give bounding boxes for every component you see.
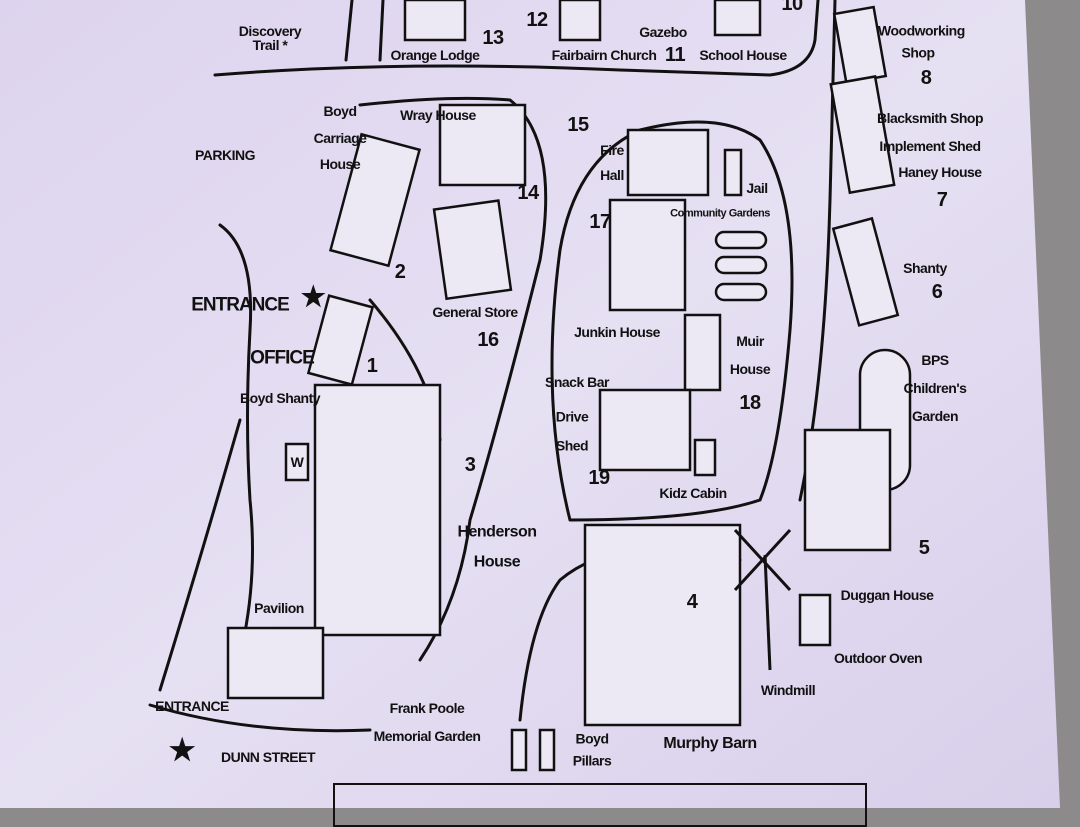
washroom-box — [284, 442, 310, 482]
building-junkin-house — [608, 198, 687, 312]
building-fire-hall — [626, 128, 710, 197]
label-14: 14 — [517, 182, 539, 204]
building-kidz-cabin — [693, 438, 717, 477]
star-icon: ★ — [300, 281, 326, 312]
label-19: 19 — [588, 467, 610, 489]
label-6: 6 — [931, 281, 943, 303]
road-inner-17 — [550, 120, 794, 522]
windmill-icon — [733, 528, 792, 671]
label-8: 8 — [920, 67, 932, 89]
label-boyd-shanty: Boyd Shanty — [239, 390, 321, 406]
building-shanty — [831, 216, 900, 327]
pillar-2 — [538, 728, 556, 772]
label-washroom: W — [290, 454, 304, 470]
garden-bed-2 — [714, 255, 768, 275]
label-7: 7 — [936, 189, 948, 211]
building-fairbairn-church — [558, 0, 602, 42]
label-boyd-carriage-house: Boyd Carriage House — [313, 103, 367, 173]
road-left-edge — [158, 418, 242, 692]
label-kidz-cabin: Kidz Cabin — [659, 485, 727, 501]
label-haney-house: Haney House — [898, 164, 982, 180]
label-1: 1 — [366, 355, 378, 377]
label-entrance-bottom: ENTRANCE — [155, 698, 229, 714]
building-duggan-house — [803, 428, 892, 552]
label-duggan-house: Duggan House — [840, 587, 934, 603]
label-woodworking-shop: Woodworking Shop — [878, 22, 965, 61]
building-wray-house — [438, 103, 527, 187]
building-muir-house — [683, 313, 722, 392]
label-fire-hall: Fire Hall — [600, 141, 624, 183]
label-drive-shed: Drive Shed — [555, 408, 589, 454]
label-15: 15 — [567, 114, 589, 136]
star-icon: ★ — [168, 734, 196, 767]
garden-bed-3 — [714, 282, 768, 302]
road-loop-15 — [358, 96, 548, 662]
road-west — [218, 223, 254, 692]
trail-line-2 — [378, 0, 385, 62]
label-discovery-trail: Discovery Trail * — [238, 23, 302, 53]
label-shanty: Shanty — [903, 260, 947, 276]
label-community-gardens: Community Gardens — [670, 207, 770, 220]
label-boyd-pillars: Boyd Pillars — [572, 730, 612, 769]
label-gazebo: Gazebo — [639, 24, 687, 40]
legend-box — [333, 783, 867, 827]
label-frank-poole-memorial-garden: Frank Poole Memorial Garden — [373, 700, 481, 744]
label-implement-shed: Implement Shed — [879, 138, 981, 154]
label-outdoor-oven: Outdoor Oven — [833, 650, 923, 666]
label-3: 3 — [464, 454, 476, 476]
building-pavilion — [226, 626, 325, 700]
garden-bed-1 — [714, 230, 768, 250]
building-outdoor-oven — [798, 593, 832, 647]
building-murphy-barn — [583, 523, 742, 727]
road-south — [148, 703, 372, 733]
label-orange-lodge: Orange Lodge — [390, 47, 480, 63]
building-carriage-house — [328, 132, 422, 268]
label-henderson-house: Henderson House — [457, 523, 537, 571]
label-parking: PARKING — [194, 147, 256, 163]
label-16: 16 — [477, 329, 499, 351]
label-17: 17 — [589, 211, 611, 233]
label-2: 2 — [394, 261, 406, 283]
label-10: 10 — [781, 0, 803, 15]
label-11: 11 — [664, 44, 686, 66]
label-entrance-top: ENTRANCE — [191, 294, 290, 316]
building-office — [306, 294, 375, 387]
building-drive-shed — [598, 388, 692, 472]
label-dunn-street: DUNN STREET — [220, 749, 316, 765]
label-blacksmith-shop: Blacksmith Shop — [876, 110, 984, 126]
label-school-house: School House — [699, 47, 787, 63]
building-school-house — [713, 0, 762, 37]
label-18: 18 — [739, 392, 761, 414]
label-jail: Jail — [746, 180, 768, 196]
label-4: 4 — [686, 591, 698, 613]
pillar-1 — [510, 728, 528, 772]
building-jail — [723, 148, 743, 197]
label-snack-bar: Snack Bar — [545, 374, 609, 390]
trail-line-1 — [344, 0, 354, 62]
label-junkin-house: Junkin House — [574, 324, 660, 340]
label-pavilion: Pavilion — [254, 600, 304, 616]
label-bps-childrens-garden: BPS Children's Garden — [903, 352, 967, 424]
label-murphy-barn: Murphy Barn — [663, 735, 757, 752]
label-office: OFFICE — [250, 347, 315, 369]
building-general-store — [432, 199, 513, 301]
label-windmill: Windmill — [760, 682, 816, 698]
label-5: 5 — [918, 537, 930, 559]
building-henderson-house — [313, 383, 442, 637]
map-paper — [0, 0, 1060, 808]
label-12: 12 — [526, 9, 548, 31]
label-13: 13 — [482, 27, 504, 49]
label-general-store: General Store — [432, 304, 518, 320]
top-road — [213, 0, 820, 77]
label-fairbairn-church: Fairbairn Church — [551, 47, 657, 63]
building-blacksmith — [829, 75, 896, 195]
building-orange-lodge — [403, 0, 467, 42]
label-muir-house: Muir House — [729, 333, 771, 377]
label-wray-house: Wray House — [400, 107, 476, 123]
